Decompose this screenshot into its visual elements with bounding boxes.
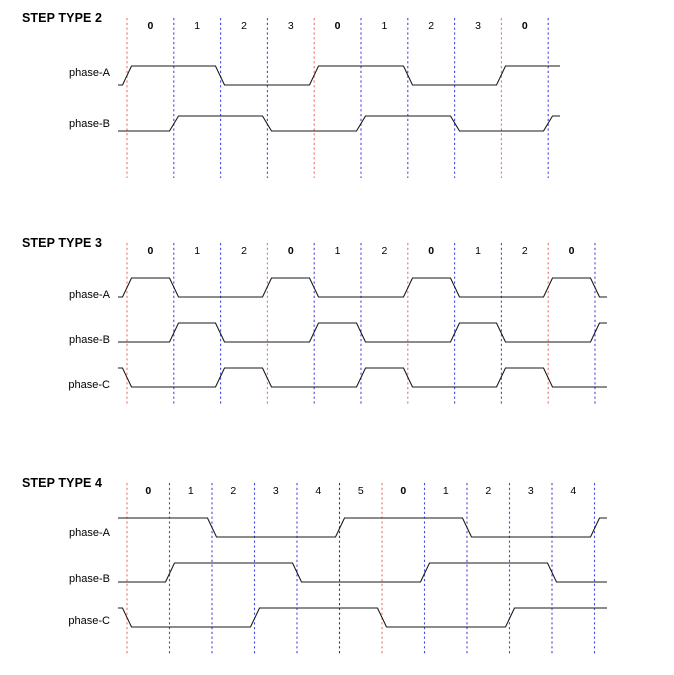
step-label: 3 (475, 20, 481, 32)
trace-label-phase-A: phase-A (69, 527, 110, 539)
step-label: 4 (315, 485, 321, 497)
trace-label-phase-C: phase-C (68, 615, 110, 627)
step-label: 2 (230, 485, 236, 497)
step-label: 2 (428, 20, 434, 32)
step-label: 1 (335, 245, 341, 257)
trace-label-phase-B: phase-B (69, 118, 110, 130)
step-label: 1 (381, 20, 387, 32)
waveform-canvas-step-type-2: 0 1 2 3 0 1 2 3 0 (118, 18, 560, 178)
step-label: 3 (288, 20, 294, 32)
section-title-step-type-2: STEP TYPE 2 (22, 11, 103, 25)
step-type-4-section: STEP TYPE 4 0 1 2 3 4 5 0 1 2 3 4 phase-A phase-B phas… (0, 465, 674, 675)
trace-label-phase-C: phase-C (68, 379, 110, 391)
section-title-step-type-4: STEP TYPE 4 (22, 476, 103, 490)
waveform-phase-B (118, 322, 607, 343)
step-label: 4 (570, 485, 576, 497)
step-label: 0 (147, 245, 153, 257)
waveform-phase-B (118, 562, 607, 583)
waveform-phase-A (118, 65, 560, 86)
step-label: 2 (241, 20, 247, 32)
step-type-2-section: STEP TYPE 2 0 1 2 3 0 1 2 3 0 phase-A phase-B (0, 0, 674, 215)
step-label: 0 (428, 245, 434, 257)
step-label: 1 (188, 485, 194, 497)
step-type-3-section: STEP TYPE 3 0 1 2 0 1 2 0 1 2 0 phase-A phase-B phase… (0, 225, 674, 455)
waveform-canvas-step-type-4: 0 1 2 3 4 5 0 1 2 3 4 (118, 483, 607, 655)
trace-label-phase-B: phase-B (69, 334, 110, 346)
step-label: 0 (522, 20, 528, 32)
step-label: 1 (475, 245, 481, 257)
step-label: 5 (358, 485, 364, 497)
waveform-canvas-step-type-3: 0 1 2 0 1 2 0 1 2 0 (118, 243, 607, 405)
step-label: 3 (273, 485, 279, 497)
waveform-phase-C (118, 607, 607, 628)
step-label: 1 (194, 20, 200, 32)
step-label: 0 (147, 20, 153, 32)
trace-label-phase-A: phase-A (69, 289, 110, 301)
step-label: 2 (522, 245, 528, 257)
waveform-phase-A (118, 277, 607, 298)
step-label: 1 (443, 485, 449, 497)
step-label: 1 (194, 245, 200, 257)
step-label: 0 (335, 20, 341, 32)
step-label: 3 (528, 485, 534, 497)
waveform-phase-C (118, 367, 607, 388)
section-title-step-type-3: STEP TYPE 3 (22, 236, 103, 250)
step-label: 0 (288, 245, 294, 257)
step-label: 0 (145, 485, 151, 497)
waveform-phase-A (118, 517, 607, 538)
step-label: 0 (569, 245, 575, 257)
step-label: 2 (241, 245, 247, 257)
step-label: 2 (381, 245, 387, 257)
trace-label-phase-A: phase-A (69, 67, 110, 79)
waveform-phase-B (118, 115, 560, 132)
step-label: 2 (485, 485, 491, 497)
trace-label-phase-B: phase-B (69, 573, 110, 585)
step-label: 0 (400, 485, 406, 497)
